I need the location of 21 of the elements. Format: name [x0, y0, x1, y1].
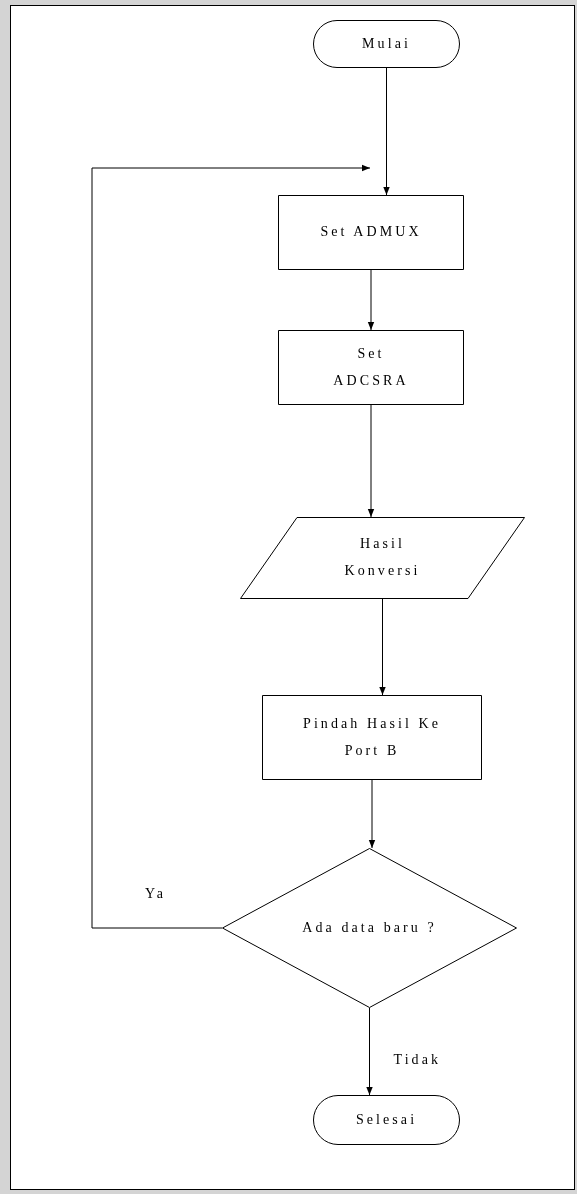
input-output-parallelogram [240, 517, 525, 599]
terminator-shape [313, 1095, 460, 1145]
arrow [383, 67, 390, 196]
node-label: Set ADMUX [320, 223, 422, 242]
arrow [366, 1007, 373, 1096]
process-box [262, 695, 482, 780]
arrow [91, 164, 371, 929]
arrow [368, 779, 376, 849]
node-label: Set ADCSRA [332, 344, 410, 390]
process-box [278, 330, 464, 405]
process-box [278, 195, 464, 270]
node-label: Pindah Hasil Ke Port B [302, 714, 442, 760]
node-label: Selesai [355, 1110, 418, 1129]
arrow [379, 598, 386, 696]
arrow [367, 269, 375, 331]
terminator-shape [313, 20, 460, 68]
arrow [367, 404, 375, 518]
node-label: Hasil Konversi [343, 535, 422, 580]
node-label: Mulai [362, 34, 411, 53]
node-label: Ada data baru ? [302, 918, 437, 937]
decision-diamond [222, 848, 517, 1008]
